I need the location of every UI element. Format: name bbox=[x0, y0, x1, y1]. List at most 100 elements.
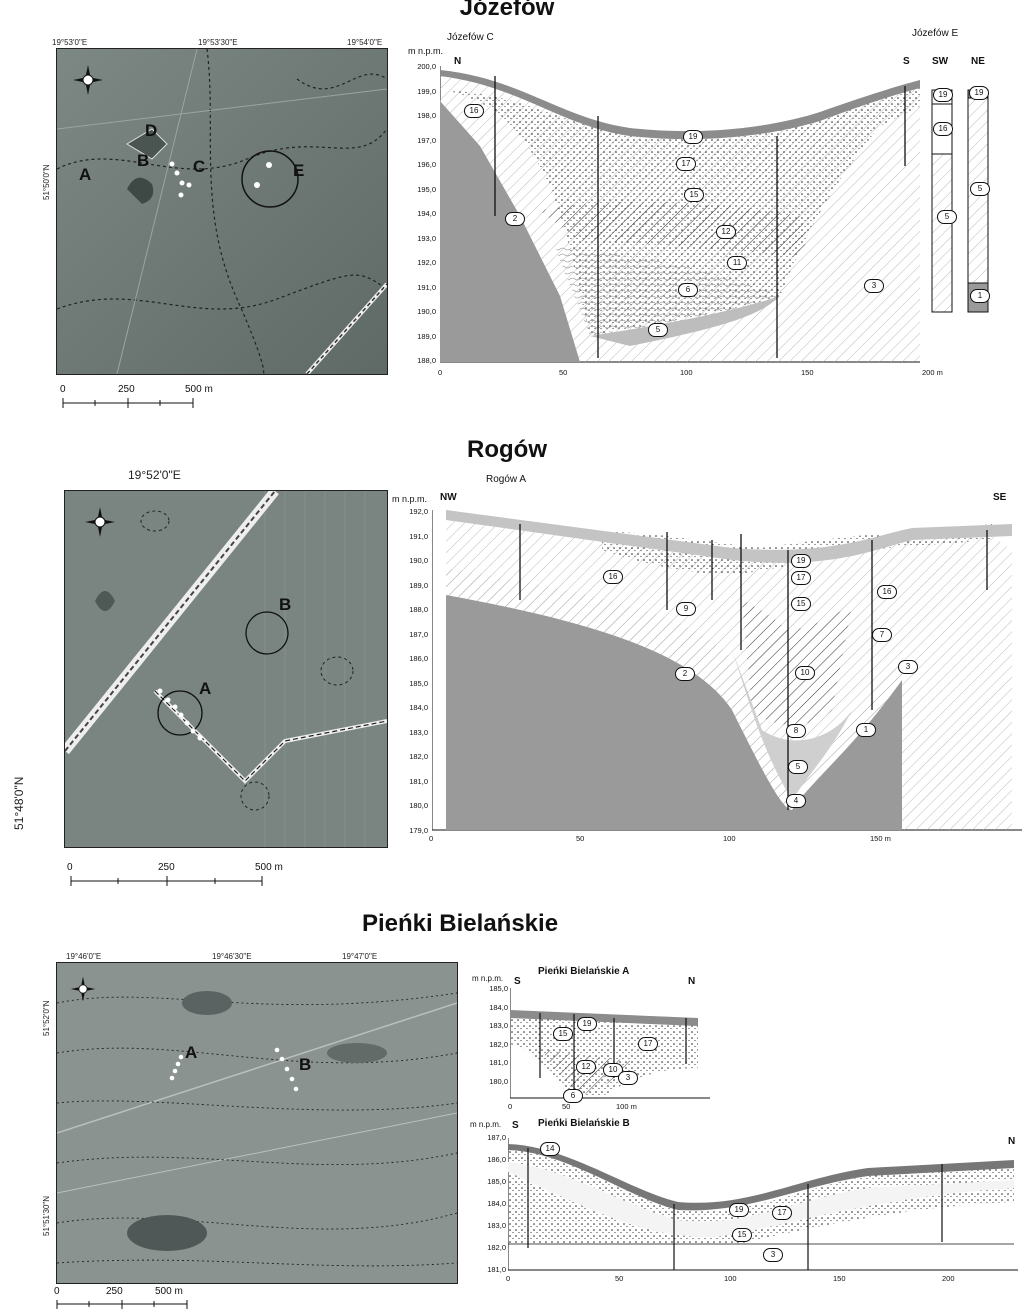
pienki-label-b: B bbox=[299, 1055, 312, 1074]
jozefow-xtick: 0 bbox=[438, 368, 443, 377]
pienki-a-xtick: 50 bbox=[562, 1102, 571, 1111]
pienki-a-ytick: 181,0 bbox=[489, 1058, 508, 1067]
pienki-a-ytick: 185,0 bbox=[489, 984, 508, 993]
pienki-b-dir-s: S bbox=[512, 1120, 519, 1131]
pienki-map: A B bbox=[56, 962, 458, 1284]
pienki-scalebar bbox=[56, 1300, 188, 1309]
jozefow-unit-marker: 17 bbox=[676, 157, 696, 171]
jozefow-unit-marker: 16 bbox=[464, 104, 484, 118]
pienki-coord-2: 19°46'30"E bbox=[212, 952, 252, 961]
jozefow-coord-side: 51°50'0"N bbox=[42, 164, 51, 200]
jozefow-profile bbox=[440, 66, 920, 363]
pienki-a-name: Pieńki Bielańskie A bbox=[538, 966, 630, 977]
jozefow-unit-marker: 15 bbox=[684, 188, 704, 202]
pienki-b-name: Pieńki Bielańskie B bbox=[538, 1118, 630, 1129]
jozefow-ne-unit-marker: 5 bbox=[970, 182, 990, 196]
rogow-unit-marker: 7 bbox=[872, 628, 892, 642]
pienki-b-unit-marker: 3 bbox=[763, 1248, 783, 1262]
jozefow-ytick: 188,0 bbox=[417, 356, 436, 365]
rogow-unit-marker: 8 bbox=[786, 724, 806, 738]
rogow-unit-marker: 16 bbox=[877, 585, 897, 599]
rogow-ytick: 187,0 bbox=[409, 629, 428, 639]
jozefow-unit-marker: 12 bbox=[716, 225, 736, 239]
pienki-a-axis-unit: m n.p.m. bbox=[472, 974, 504, 983]
pienki-relief bbox=[57, 963, 457, 1283]
jozefow-coord-1: 19°53'0"E bbox=[52, 38, 88, 47]
jozefow-coord-3: 19°54'0"E bbox=[347, 38, 383, 47]
pienki-coord-3: 19°47'0"E bbox=[342, 952, 378, 961]
jozefow-unit-marker: 19 bbox=[683, 130, 703, 144]
pienki-a-unit-marker: 17 bbox=[638, 1037, 658, 1051]
jozefow-xtick: 50 bbox=[559, 368, 568, 377]
jozefow-axis-unit: m n.p.m. bbox=[408, 46, 444, 56]
rogow-unit-marker: 3 bbox=[898, 660, 918, 674]
rogow-unit-marker: 19 bbox=[791, 554, 811, 568]
pienki-b-axis-unit: m n.p.m. bbox=[470, 1120, 502, 1129]
rogow-scale-250: 250 bbox=[158, 862, 175, 873]
pienki-a-dir-s: S bbox=[514, 976, 521, 987]
jozefow-ytick: 196,0 bbox=[417, 160, 436, 169]
jozefow-ytick: 190,0 bbox=[417, 307, 436, 316]
pienki-a-unit-marker: 15 bbox=[553, 1027, 573, 1041]
rogow-unit-marker: 1 bbox=[856, 723, 876, 737]
rogow-dir-se: SE bbox=[993, 492, 1007, 503]
pienki-a-unit-marker: 19 bbox=[577, 1017, 597, 1031]
jozefow-ytick: 198,0 bbox=[417, 111, 436, 120]
jozefow-coord-2: 19°53'30"E bbox=[198, 38, 238, 47]
rogow-xtick: 50 bbox=[576, 834, 585, 843]
pienki-a-ytick: 183,0 bbox=[489, 1021, 508, 1030]
rogow-ytick: 184,0 bbox=[409, 703, 428, 712]
pienki-coord-side-1: 51°52'0"N bbox=[42, 1000, 51, 1036]
jozefow-label-b: B bbox=[137, 151, 150, 170]
rogow-profile-name: Rogów A bbox=[486, 474, 527, 485]
rogow-ytick: 191,0 bbox=[409, 531, 428, 541]
rogow-xtick: 0 bbox=[429, 834, 434, 843]
pienki-a-xtick: 100 m bbox=[616, 1102, 637, 1111]
jozefow-dir-sw: SW bbox=[932, 56, 949, 67]
jozefow-dir-n: N bbox=[454, 56, 462, 67]
rogow-unit-marker: 2 bbox=[675, 667, 695, 681]
rogow-compass-icon bbox=[83, 505, 117, 539]
pienki-b-unit-marker: 14 bbox=[540, 1142, 560, 1156]
pienki-coord-1: 19°46'0"E bbox=[66, 952, 102, 961]
jozefow-ytick: 195,0 bbox=[417, 184, 436, 194]
pienki-a-unit-marker: 6 bbox=[563, 1089, 583, 1103]
rogow-unit-marker: 9 bbox=[676, 602, 696, 616]
pienki-b-ytick: 182,0 bbox=[487, 1243, 506, 1252]
jozefow-label-d: D bbox=[145, 121, 158, 140]
jozefow-dir-ne: NE bbox=[971, 56, 985, 67]
jozefow-unit-marker: 5 bbox=[648, 323, 668, 337]
rogow-unit-marker: 10 bbox=[795, 666, 815, 680]
rogow-ytick: 190,0 bbox=[409, 556, 428, 565]
pienki-a-unit-marker: 3 bbox=[618, 1071, 638, 1085]
pienki-a-xtick: 0 bbox=[508, 1102, 513, 1111]
pienki-a-profile bbox=[510, 988, 710, 1099]
jozefow-sw-unit-marker: 5 bbox=[937, 210, 957, 224]
jozefow-ytick: 199,0 bbox=[417, 86, 436, 96]
rogow-ytick: 180,0 bbox=[409, 801, 428, 810]
rogow-ytick: 181,0 bbox=[409, 776, 428, 786]
rogow-unit-marker: 5 bbox=[788, 760, 808, 774]
pienki-b-ytick: 183,0 bbox=[487, 1221, 506, 1230]
rogow-xtick: 100 bbox=[723, 834, 736, 843]
pienki-a-ytick: 180,0 bbox=[489, 1076, 508, 1086]
jozefow-ne-unit-marker: 1 bbox=[970, 289, 990, 303]
rogow-unit-marker: 15 bbox=[791, 597, 811, 611]
jozefow-unit-marker: 11 bbox=[727, 256, 747, 270]
jozefow-xtick: 150 bbox=[801, 368, 814, 377]
pienki-scale-0: 0 bbox=[54, 1286, 60, 1297]
rogow-map: A B bbox=[64, 490, 388, 848]
pienki-b-unit-marker: 19 bbox=[729, 1203, 749, 1217]
pienki-b-unit-marker: 15 bbox=[732, 1228, 752, 1242]
jozefow-label-e: E bbox=[293, 161, 305, 180]
jozefow-ytick: 200,0 bbox=[417, 62, 436, 71]
jozefow-scalebar bbox=[62, 398, 194, 408]
jozefow-ytick: 194,0 bbox=[417, 209, 436, 218]
jozefow-unit-marker: 3 bbox=[864, 279, 884, 293]
jozefow-label-c: C bbox=[193, 157, 206, 176]
rogow-coord-top: 19°52'0"E bbox=[128, 468, 181, 482]
rogow-coord-side: 51°48'0"N bbox=[12, 776, 26, 830]
jozefow-ne-unit-marker: 19 bbox=[969, 86, 989, 100]
rogow-unit-marker: 16 bbox=[603, 570, 623, 584]
jozefow-profile-e-name: Józefów E bbox=[912, 28, 959, 39]
